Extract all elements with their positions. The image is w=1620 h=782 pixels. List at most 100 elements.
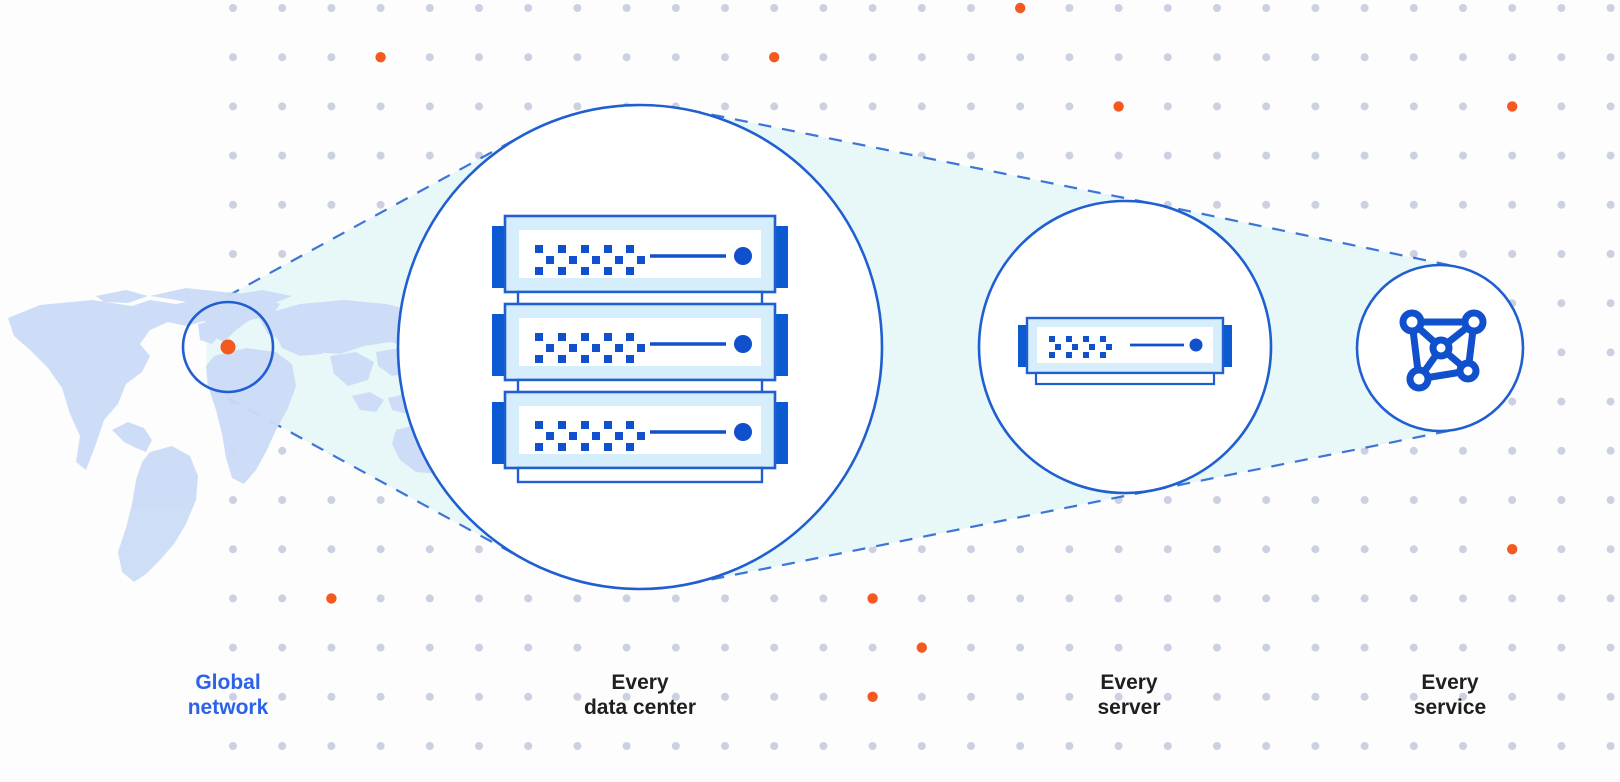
grid-dot xyxy=(622,53,631,62)
grid-dot xyxy=(1065,102,1074,111)
grid-dot xyxy=(1459,446,1467,455)
label-service: Every service xyxy=(1413,671,1487,719)
grid-dot xyxy=(1262,594,1271,603)
grid-dot xyxy=(229,200,237,209)
label-global-network: Global network xyxy=(187,671,269,719)
grid-dot xyxy=(1213,102,1221,111)
grid-dot xyxy=(1508,4,1517,12)
grid-dot xyxy=(475,643,483,652)
cone-datacenter-to-server-guide xyxy=(687,108,1155,205)
grid-dot xyxy=(278,151,287,160)
grid-dot xyxy=(1262,496,1271,504)
status-led xyxy=(1189,338,1203,352)
grid-dot xyxy=(475,102,483,111)
grid-dot-accent xyxy=(916,642,927,653)
grid-dot xyxy=(868,102,877,111)
grid-dot xyxy=(1065,4,1074,12)
grid-dot-accent xyxy=(326,593,337,604)
grid-dot xyxy=(1557,692,1566,701)
grid-dot xyxy=(1163,545,1172,554)
grid-dot xyxy=(917,545,926,554)
grid-dot xyxy=(376,496,385,504)
grid-dot xyxy=(1557,545,1566,554)
grid-dot xyxy=(327,643,336,652)
stage-service[interactable] xyxy=(1355,263,1525,433)
grid-dot xyxy=(967,151,975,160)
cone-datacenter-to-server-guide xyxy=(687,489,1155,586)
grid-dot xyxy=(1114,151,1123,160)
grid-dot xyxy=(1311,692,1320,701)
grid-dot xyxy=(917,594,926,603)
grid-dot xyxy=(1557,496,1566,504)
grid-dot xyxy=(1409,446,1418,455)
grid-dot xyxy=(1016,643,1025,652)
grid-dot xyxy=(1409,53,1418,62)
grid-dot-accent xyxy=(867,691,878,702)
grid-dot xyxy=(622,692,631,701)
grid-dot xyxy=(1360,102,1369,111)
grid-dot xyxy=(1311,545,1320,554)
grid-dot xyxy=(1508,692,1517,701)
grid-dot xyxy=(1311,643,1320,652)
grid-dot xyxy=(1163,692,1172,701)
grid-dot xyxy=(721,594,729,603)
grid-dot xyxy=(819,53,828,62)
grid-dot xyxy=(327,4,336,12)
grid-dot xyxy=(1065,545,1074,554)
global-network-circle xyxy=(181,300,275,394)
grid-dot xyxy=(1557,250,1566,258)
grid-dot xyxy=(524,4,533,12)
grid-dot xyxy=(1409,692,1418,701)
grid-dot xyxy=(573,742,582,750)
grid-dot xyxy=(1065,643,1074,652)
grid-dot xyxy=(1508,53,1517,62)
grid-dot xyxy=(721,742,729,750)
server-rack-unit xyxy=(492,302,788,396)
grid-dot xyxy=(327,692,336,701)
grid-dot xyxy=(1606,102,1615,111)
grid-dot xyxy=(1459,200,1467,209)
grid-dot xyxy=(1459,594,1467,603)
grid-dot xyxy=(278,446,287,455)
grid-dot xyxy=(278,250,287,258)
server-vent-dots xyxy=(535,333,645,363)
stage-server[interactable] xyxy=(977,199,1273,495)
grid-dot xyxy=(1016,545,1025,554)
grid-dot xyxy=(425,742,434,750)
grid-dot xyxy=(278,594,287,603)
grid-dot xyxy=(425,594,434,603)
grid-dot xyxy=(1409,4,1418,12)
grid-dot xyxy=(1016,102,1025,111)
grid-dot xyxy=(967,4,975,12)
stage-data-center[interactable] xyxy=(396,103,884,591)
grid-dot xyxy=(1311,200,1320,209)
grid-dot xyxy=(671,742,680,750)
cone-network-to-datacenter-guide xyxy=(205,133,525,309)
grid-dot xyxy=(376,643,385,652)
grid-dot xyxy=(425,545,434,554)
stage-global-network[interactable] xyxy=(181,300,275,394)
grid-dot xyxy=(671,594,680,603)
grid-dot xyxy=(1213,496,1221,504)
grid-dot xyxy=(1409,250,1418,258)
grid-dot-accent xyxy=(867,593,878,604)
grid-dot xyxy=(573,102,582,111)
grid-dot xyxy=(1213,742,1221,750)
grid-dot xyxy=(278,200,287,209)
grid-dot xyxy=(770,643,779,652)
grid-dot xyxy=(278,496,287,504)
grid-dot xyxy=(770,4,779,12)
grid-dot xyxy=(1557,397,1566,406)
grid-dot xyxy=(1311,102,1320,111)
grid-dot xyxy=(1262,643,1271,652)
grid-dot xyxy=(1016,742,1025,750)
cone-server-to-service-guide xyxy=(1153,428,1457,492)
grid-dot xyxy=(278,742,287,750)
grid-dot xyxy=(1606,348,1615,357)
grid-dot xyxy=(425,53,434,62)
grid-dot xyxy=(327,200,336,209)
grid-dot xyxy=(868,53,877,62)
grid-dot xyxy=(1213,200,1221,209)
grid-dot xyxy=(1065,151,1074,160)
